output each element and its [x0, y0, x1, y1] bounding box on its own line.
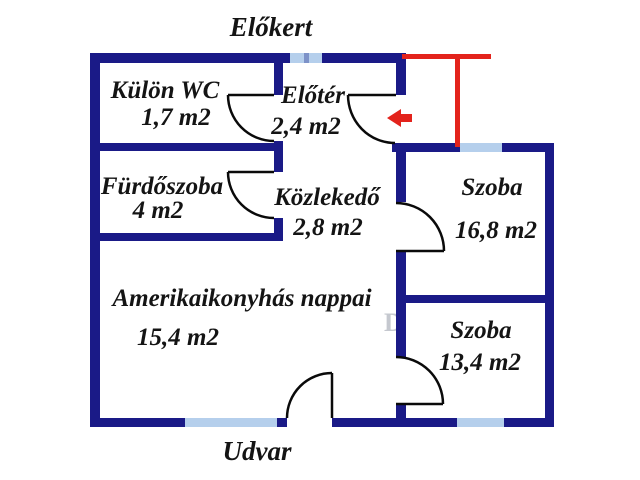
room-area-kulon-wc: 1,7 m2	[141, 104, 211, 131]
window-mullion	[304, 53, 309, 63]
door-kulon-wc	[226, 93, 275, 143]
door-udvar	[285, 371, 334, 419]
room-name-nappali: Amerikaikonyhás nappai	[112, 285, 372, 312]
room-name-kulon-wc: Külön WC	[110, 77, 220, 104]
door-furdoszoba	[226, 170, 275, 220]
room-name-eloter: Előtér	[281, 82, 345, 109]
interior-walls	[90, 53, 554, 427]
front-garden-label: Előkert	[229, 12, 313, 42]
window-eloter-2	[309, 53, 322, 63]
room-name-kozlekedo: Közlekedő	[274, 184, 380, 211]
room-name-furdoszoba: Fürdőszoba	[100, 173, 224, 200]
room-name-szoba-2: Szoba	[450, 317, 512, 344]
red-fence-horizontal	[402, 54, 491, 59]
doors	[226, 93, 446, 419]
room-area-eloter: 2,4 m2	[271, 113, 341, 140]
window-szoba-1	[460, 143, 502, 152]
room-name-szoba-1: Szoba	[461, 174, 523, 201]
courtyard-label: Udvar	[222, 436, 292, 466]
entrance-arrow-icon	[387, 109, 412, 127]
door-szoba-2	[395, 355, 445, 406]
window-nappali	[185, 418, 277, 427]
red-fence-vertical	[455, 54, 460, 147]
windows	[185, 53, 504, 427]
window-szoba-2	[457, 418, 504, 427]
room-area-szoba-2: 13,4 m2	[439, 349, 521, 376]
room-area-szoba-1: 16,8 m2	[455, 217, 537, 244]
entrance-marker	[387, 54, 491, 147]
room-area-nappali: 15,4 m2	[137, 324, 219, 351]
door-szoba-1	[395, 201, 446, 253]
room-area-kozlekedo: 2,8 m2	[293, 214, 363, 241]
room-area-furdoszoba: 4 m2	[132, 197, 184, 224]
window-eloter	[290, 53, 304, 63]
door-entrance	[346, 93, 396, 145]
